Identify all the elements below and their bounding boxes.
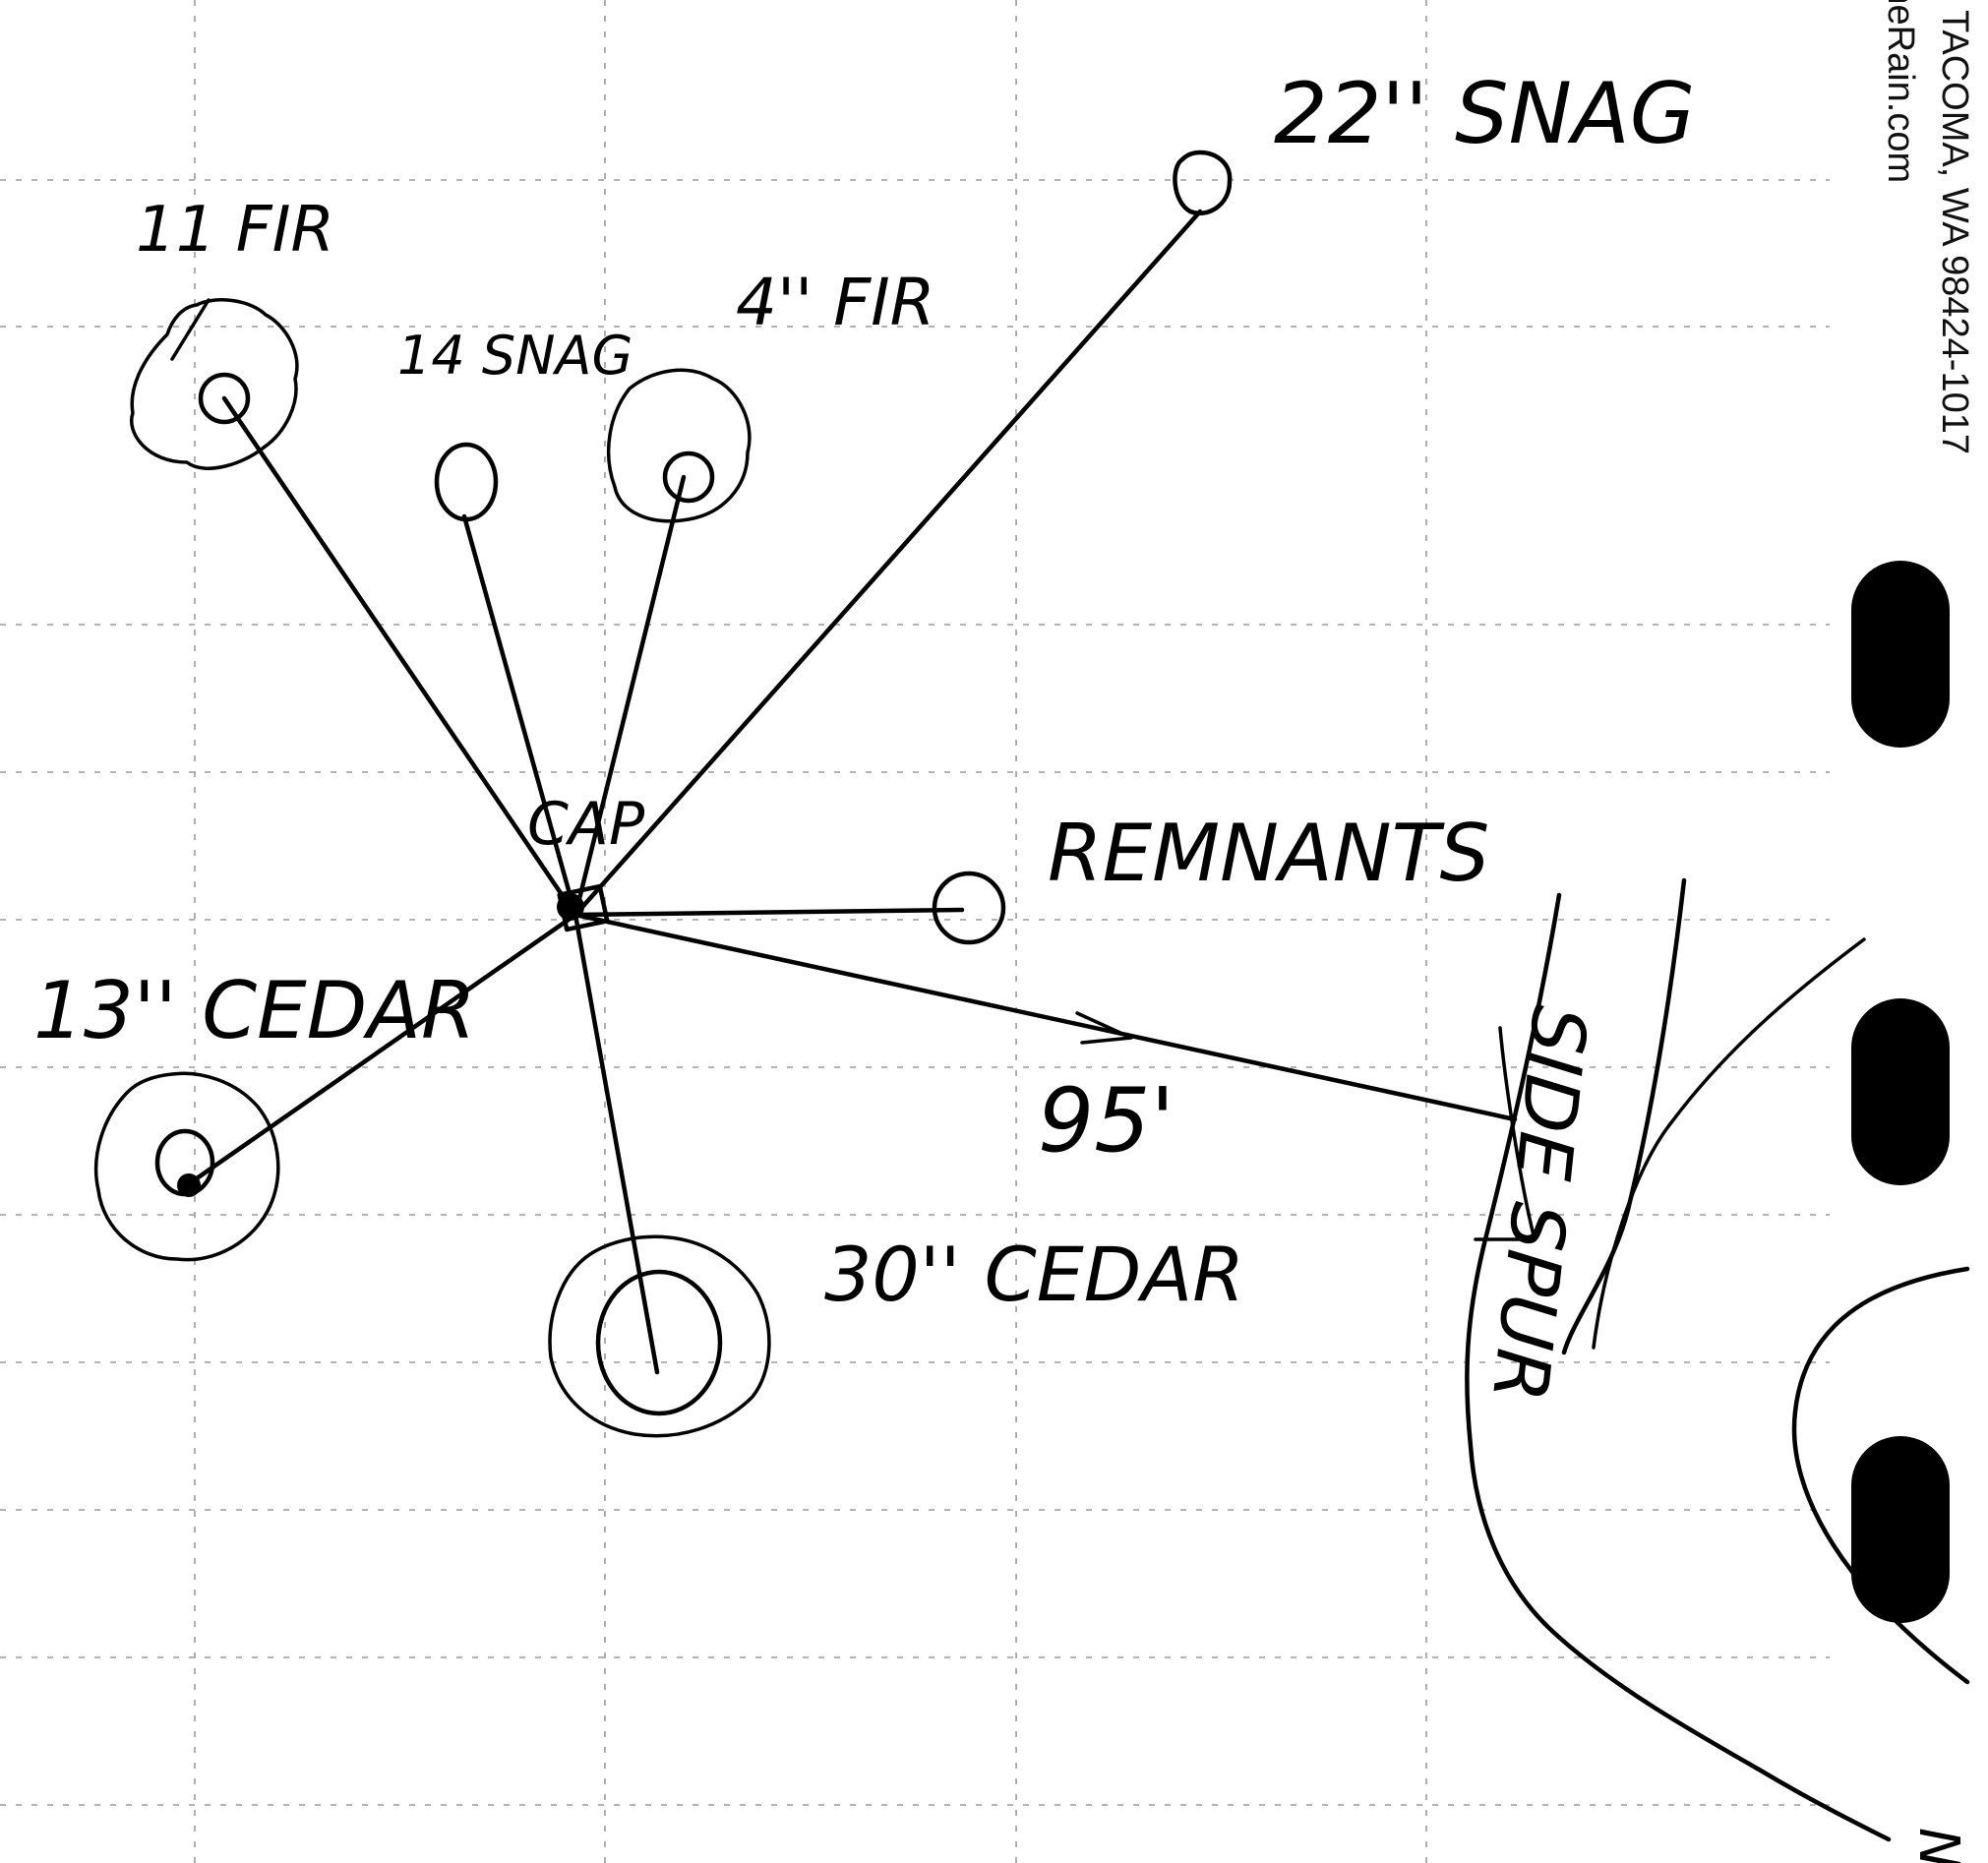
imprint-website: ...ntheRain.com [1880, 0, 1921, 183]
ray-to-30-cedar [572, 912, 660, 1375]
label-cap: CAP [527, 790, 645, 859]
binder-hole [1851, 561, 1950, 748]
ray-to-4-fir [572, 474, 687, 918]
remnants-point [932, 871, 1006, 945]
label-30-cedar: 30'' CEDAR [824, 1231, 1244, 1318]
ray-to-remnants [572, 907, 965, 918]
tree-30-cedar [548, 1234, 771, 1438]
tree-13-cedar [93, 1071, 280, 1262]
label-22-snag: 22'' SNAG [1274, 65, 1695, 163]
labels: 11 FIR 14 SNAG 4'' FIR 22'' SNAG CAP REM… [33, 65, 1970, 1863]
tree-11-fir [130, 298, 299, 470]
binder-holes [1851, 561, 1950, 1623]
ray-to-11-fir [221, 395, 578, 918]
binder-hole [1851, 1436, 1950, 1623]
imprint-address: TACOMA, WA 98424-1017 [1934, 10, 1975, 454]
north-arrow-label: N [1906, 1828, 1970, 1863]
side-spur-road [1465, 877, 1970, 1842]
label-14-snag: 14 SNAG [397, 325, 633, 387]
ray-to-14-snag [461, 513, 578, 918]
label-13-cedar: 13'' CEDAR [33, 965, 476, 1056]
tree-14-snag [434, 442, 499, 522]
tree-4-fir [606, 368, 752, 523]
ray-to-22-snag [572, 209, 1203, 918]
label-11-fir: 11 FIR [136, 194, 334, 267]
arrow-mark [1075, 1011, 1133, 1045]
grid-paper [0, 0, 1830, 1863]
paper-imprint: TACOMA, WA 98424-1017 ...ntheRain.com [1880, 0, 1975, 454]
ray-to-13-cedar [184, 912, 578, 1188]
tree-22-snag [1173, 150, 1233, 215]
label-remnants: REMNANTS [1048, 808, 1489, 899]
survey-rays [184, 209, 1518, 1375]
cap-point [557, 883, 610, 932]
label-4-fir: 4'' FIR [736, 265, 935, 340]
label-distance: 95' [1038, 1069, 1175, 1172]
binder-hole [1851, 998, 1950, 1185]
ray-to-side-spur [572, 912, 1518, 1122]
